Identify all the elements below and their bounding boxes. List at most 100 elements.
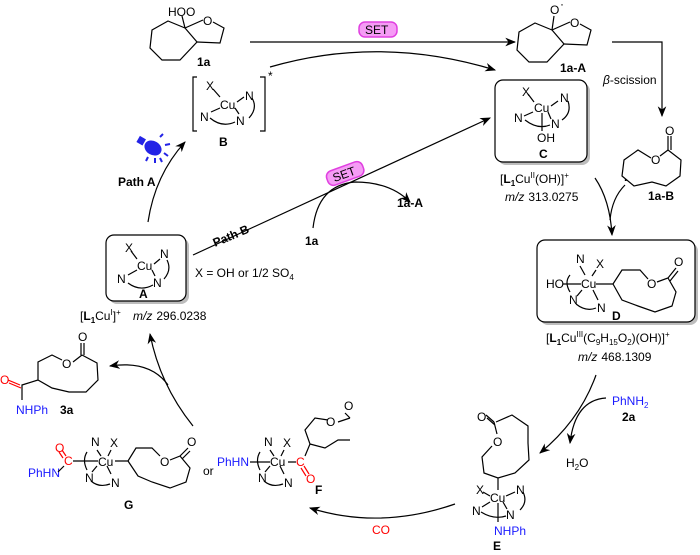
bond xyxy=(551,15,555,31)
ligand-x: X xyxy=(206,79,214,93)
ligand-x: X xyxy=(110,436,118,450)
x-definition-note: X = OH or 1/2 SO4 xyxy=(195,266,294,282)
set-badge-path-b: SET xyxy=(325,160,365,187)
copper: Cu xyxy=(490,491,505,505)
excited-state-star: * xyxy=(268,69,273,83)
amide-nhph: NHPh xyxy=(16,403,48,417)
ligand-x: X xyxy=(283,436,291,450)
ring-oxygen: O xyxy=(160,455,169,469)
arrow-amine-in-water-out xyxy=(566,397,607,445)
carbonyl-oxygen: O xyxy=(344,399,353,413)
nitrogen: N xyxy=(514,111,523,125)
label-1a-B: 1a-B xyxy=(648,189,674,203)
hoo-group: HOO xyxy=(168,5,195,19)
ring-oxygen: O xyxy=(570,16,579,30)
nitrogen: N xyxy=(597,301,606,315)
nitrogen: N xyxy=(117,272,126,286)
arrow-beta-scission xyxy=(612,41,667,118)
intermediate-A: X Cu N N N A xyxy=(105,234,189,304)
reagent-phnh2: PhNH2 xyxy=(612,394,649,410)
label-1a: 1a xyxy=(197,55,211,69)
acyl-carbon: C xyxy=(64,454,73,468)
nitrogen: N xyxy=(153,276,162,290)
nitrogen: N xyxy=(91,435,100,449)
nitrogen: N xyxy=(258,471,267,485)
ring-oxygen: O xyxy=(651,153,660,167)
reagent-co: CO xyxy=(372,523,390,537)
bicyclic-ring xyxy=(149,19,225,61)
label-2a: 2a xyxy=(622,410,636,424)
nitrogen: N xyxy=(472,504,481,518)
ring-oxygen: O xyxy=(647,277,656,291)
intermediate-D: HO Cu N X N N O O D xyxy=(536,239,698,325)
arrow-path-B xyxy=(192,117,491,256)
nitrogen: N xyxy=(569,293,578,307)
nitrogen: N xyxy=(284,476,293,490)
formula-C: [L1CuII(OH)]+ xyxy=(500,171,569,188)
arrow-1a-to-1a-A-path-B xyxy=(312,181,411,229)
ring-oxygen: O xyxy=(493,435,502,449)
intermediate-C: X Cu N N N OH C xyxy=(494,79,590,165)
copper: Cu xyxy=(581,277,596,291)
nitrogen: N xyxy=(245,89,254,103)
or-separator: or xyxy=(203,464,214,478)
hydroxide: OH xyxy=(537,131,555,145)
byproduct-h2o: H2O xyxy=(566,456,588,472)
arrow-C-to-D xyxy=(594,177,616,237)
ligand-x: X xyxy=(476,483,484,497)
oxyl-radical: O xyxy=(550,3,559,17)
arrow-E-to-F-CO-insertion xyxy=(308,503,456,519)
nitrogen: N xyxy=(264,435,273,449)
nitrogen: N xyxy=(236,114,245,128)
right-bracket xyxy=(260,76,266,132)
nitrogen: N xyxy=(516,483,525,497)
copper: Cu xyxy=(137,259,152,273)
left-bracket xyxy=(192,76,197,132)
nitrogen: N xyxy=(506,508,515,522)
copper: Cu xyxy=(220,98,235,112)
ring-oxygen: O xyxy=(203,14,212,28)
nitrogen: N xyxy=(576,252,585,266)
radical-dot: · xyxy=(624,173,628,187)
arrow-G-to-A xyxy=(147,332,194,427)
copper: Cu xyxy=(534,101,549,115)
copper: Cu xyxy=(270,455,285,469)
arrow-path-A xyxy=(147,141,186,223)
nitrogen: N xyxy=(551,117,560,131)
label-B: B xyxy=(219,135,228,149)
arrow-1a-B-join xyxy=(609,184,626,221)
bicyclic-ring xyxy=(516,21,592,63)
macrocycle-ring xyxy=(621,149,682,187)
arrow-to-3a xyxy=(108,360,169,386)
ligand-x: X xyxy=(125,241,133,255)
label-3a: 3a xyxy=(60,403,74,417)
compound-1a-B: O O · 1a-B xyxy=(621,124,682,203)
ring-oxygen: O xyxy=(326,415,335,429)
copper: Cu xyxy=(98,455,113,469)
label-D: D xyxy=(612,309,621,323)
beta-scission-label: β-scission xyxy=(602,73,657,87)
carbonyl-oxygen: O xyxy=(78,330,87,344)
compound-1a-A: O · O 1a-A xyxy=(516,0,592,75)
nitrogen: N xyxy=(111,476,120,490)
label-1a-A: 1a-A xyxy=(560,61,586,75)
nitrogen: N xyxy=(85,471,94,485)
anilide-ligand: NHPh xyxy=(494,524,526,538)
product-3a: O O O NHPh 3a xyxy=(0,330,99,417)
arrow-D-to-E xyxy=(539,374,597,454)
ring-oxygen: O xyxy=(62,357,71,371)
acyl-oxygen: O xyxy=(55,441,64,455)
label-1a-reagent: 1a xyxy=(305,234,319,248)
arrow-B-to-C xyxy=(269,51,497,72)
formula-A: [L1CuI]+ xyxy=(80,308,121,325)
acyl-oxygen: O xyxy=(306,472,315,486)
intermediate-F: PhHN Cu N X N N C O O O F xyxy=(217,399,353,497)
label-C: C xyxy=(539,147,548,161)
intermediate-B: * X Cu N N N B xyxy=(192,69,273,149)
hydroxide: HO xyxy=(546,277,564,291)
acyl-carbon: C xyxy=(296,455,305,469)
svg-text:SET: SET xyxy=(365,23,389,37)
